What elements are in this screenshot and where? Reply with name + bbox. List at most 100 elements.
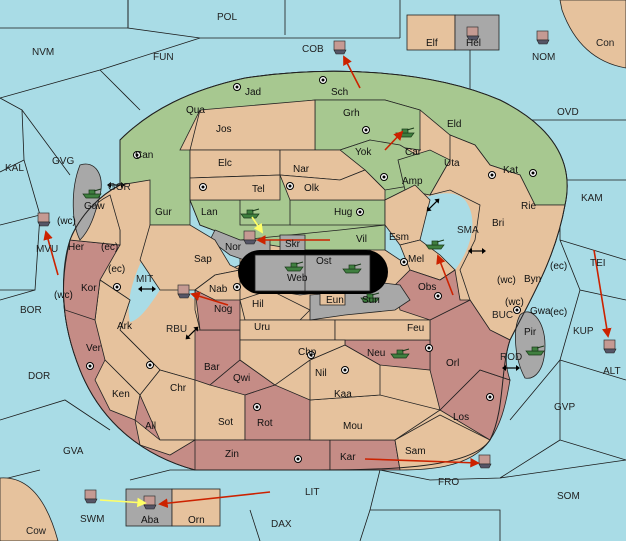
coast-label: (ec) bbox=[101, 242, 118, 253]
label-kam: KAM bbox=[581, 193, 603, 204]
army-icon-cob[interactable] bbox=[333, 40, 347, 55]
label-jos: Jos bbox=[216, 124, 232, 135]
label-sap: Sap bbox=[194, 254, 212, 265]
label-los: Los bbox=[453, 412, 469, 423]
army-icon-swm[interactable] bbox=[84, 489, 98, 504]
label-chp: Chp bbox=[298, 347, 317, 358]
label-ovd: OVD bbox=[557, 107, 579, 118]
label-som: SOM bbox=[557, 491, 580, 502]
army-icon-nom[interactable] bbox=[536, 30, 550, 45]
label-nab: Nab bbox=[209, 284, 228, 295]
territory-zin bbox=[194, 439, 331, 471]
label-qua: Qua bbox=[186, 105, 205, 116]
territory-feu bbox=[334, 319, 431, 341]
label-cow: Cow bbox=[26, 526, 47, 537]
label-ark: Ark bbox=[117, 321, 133, 332]
orders bbox=[43, 55, 612, 508]
label-alt: ALT bbox=[603, 366, 621, 377]
label-bri: Bri bbox=[492, 218, 504, 229]
territory-pir bbox=[515, 311, 546, 379]
coast-labels: (wc) (ec) (ec) (wc) (wc) (ec) (wc) (ec) bbox=[54, 216, 567, 318]
label-lan: Lan bbox=[201, 207, 218, 218]
label-sch: Sch bbox=[331, 87, 348, 98]
label-eld: Eld bbox=[447, 119, 461, 130]
territory-tel bbox=[189, 174, 281, 201]
label-nom: NOM bbox=[532, 52, 555, 63]
label-chr: Chr bbox=[170, 383, 187, 394]
label-kal: KAL bbox=[5, 163, 24, 174]
army-icon-mit[interactable] bbox=[177, 284, 191, 299]
coast-label: (wc) bbox=[57, 216, 76, 227]
label-nvm: NVM bbox=[32, 47, 54, 58]
label-mel: Mel bbox=[408, 254, 424, 265]
label-fun: FUN bbox=[153, 52, 174, 63]
label-sot: Sot bbox=[218, 417, 233, 428]
territory-orn bbox=[171, 488, 221, 527]
territory-chp bbox=[239, 339, 346, 386]
label-kor: Kor bbox=[81, 283, 97, 294]
label-nil: Nil bbox=[315, 368, 327, 379]
label-gwa: Gwa bbox=[530, 306, 551, 317]
army-icon-nor[interactable] bbox=[243, 230, 257, 245]
label-swm: SWM bbox=[80, 514, 104, 525]
army-icon-fro[interactable] bbox=[478, 454, 492, 469]
label-tel: Tel bbox=[252, 184, 265, 195]
label-rot: Rot bbox=[257, 418, 273, 429]
label-qwi: Qwi bbox=[233, 373, 250, 384]
label-neu: Neu bbox=[367, 348, 385, 359]
label-web: Web bbox=[287, 273, 308, 284]
army-icon-alt[interactable] bbox=[603, 339, 617, 354]
label-kar: Kar bbox=[340, 452, 356, 463]
territory-elc bbox=[189, 149, 281, 179]
label-amp: Amp bbox=[402, 176, 423, 187]
label-sun: Sun bbox=[362, 295, 380, 306]
label-esm: Esm bbox=[389, 232, 409, 243]
label-olk: Olk bbox=[304, 183, 320, 194]
label-elc: Elc bbox=[218, 158, 232, 169]
label-yok: Yok bbox=[355, 147, 372, 158]
label-cob: COB bbox=[302, 44, 324, 55]
army-icon-mvu[interactable] bbox=[37, 212, 51, 227]
label-hel: Hel bbox=[466, 38, 481, 49]
label-orn: Orn bbox=[188, 515, 205, 526]
label-tei: TEI bbox=[590, 258, 606, 269]
label-pir: Pir bbox=[524, 327, 537, 338]
label-hil: Hil bbox=[252, 299, 264, 310]
label-obs: Obs bbox=[418, 282, 436, 293]
label-nor: Nor bbox=[225, 242, 242, 253]
label-nog: Nog bbox=[214, 304, 232, 315]
label-gva: GVA bbox=[63, 446, 84, 457]
label-ail: Ail bbox=[145, 421, 156, 432]
territory-hel bbox=[454, 14, 500, 51]
label-aba: Aba bbox=[141, 515, 159, 526]
label-gvp: GVP bbox=[554, 402, 575, 413]
label-gur: Gur bbox=[155, 207, 172, 218]
coast-label: (wc) bbox=[497, 275, 516, 286]
label-fro: FRO bbox=[438, 477, 459, 488]
label-eun: Eun bbox=[326, 295, 344, 306]
label-grh: Grh bbox=[343, 108, 360, 119]
army-icon-aba[interactable] bbox=[143, 495, 157, 510]
label-mou: Mou bbox=[343, 421, 362, 432]
label-can: Can bbox=[135, 150, 153, 161]
territory-labels: Jad Qua Sch Grh Eld Jos Can Yok Car Uta … bbox=[68, 38, 551, 526]
label-uta: Uta bbox=[444, 158, 460, 169]
label-orl: Orl bbox=[446, 358, 459, 369]
territory-olk bbox=[279, 169, 386, 201]
label-zin: Zin bbox=[225, 449, 239, 460]
label-gaw: Gaw bbox=[84, 201, 105, 212]
label-rod: ROD bbox=[500, 352, 522, 363]
label-buc: BUC bbox=[492, 310, 513, 321]
label-byn: Byn bbox=[524, 274, 541, 285]
territory-orl bbox=[429, 299, 511, 411]
ocean-labels: POL NVM FUN COB NOM Con OVD KAL GVG GOR … bbox=[5, 12, 621, 537]
label-kaa: Kaa bbox=[334, 389, 352, 400]
label-bar: Bar bbox=[204, 362, 220, 373]
label-vil: Vil bbox=[356, 234, 367, 245]
label-sma: SMA bbox=[457, 225, 479, 236]
main-continent-outline bbox=[62, 70, 568, 471]
label-ver: Ver bbox=[86, 343, 102, 354]
coast-label: (ec) bbox=[550, 261, 567, 272]
